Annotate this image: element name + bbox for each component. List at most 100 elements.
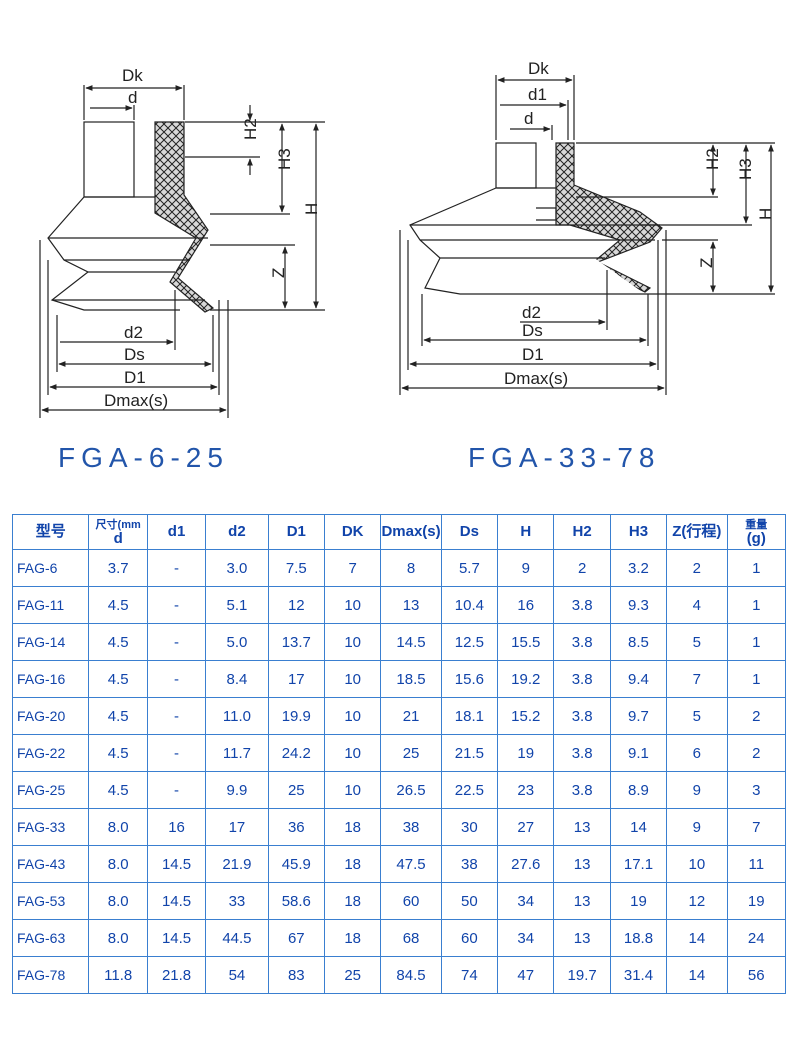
value-cell: 18.1 [440,697,499,735]
value-cell: 14.5 [146,845,207,883]
value-cell: - [146,549,207,587]
value-cell: 83 [267,956,325,994]
value-cell: 7 [666,660,728,698]
value-cell: 3.7 [88,549,148,587]
value-cell: 44.5 [205,919,269,957]
value-cell: 56 [726,956,787,994]
label-ds: Ds [124,345,145,364]
model-cell: FAG-78 [11,956,90,994]
value-cell: 19 [726,882,787,920]
label-dmax: Dmax(s) [104,391,168,410]
column-header: d1 [146,514,207,550]
value-cell: 13 [380,586,442,624]
value-cell: 26.5 [380,771,442,809]
value-cell: 8.5 [609,623,668,661]
label-d2: d2 [124,323,143,342]
value-cell: 2 [726,734,787,772]
value-cell: 22.5 [440,771,499,809]
value-cell: 8.0 [88,845,148,883]
value-cell: 19 [497,734,555,772]
value-cell: 9.1 [609,734,668,772]
value-cell: 5 [666,697,728,735]
value-cell: 16 [146,808,207,846]
value-cell: 47.5 [380,845,442,883]
value-cell: 21 [380,697,442,735]
value-cell: 12.5 [440,623,499,661]
value-cell: 14 [666,956,728,994]
value-cell: 17.1 [609,845,668,883]
value-cell: 25 [267,771,325,809]
value-cell: - [146,734,207,772]
label-h: H [302,203,321,215]
label-z: Z [269,268,288,278]
technical-drawings: Dk d H2 H3 H Z d2 Ds D1 Dmax(s) [39,59,775,418]
value-cell: 9.3 [609,586,668,624]
value-cell: 18 [323,919,382,957]
value-cell: 9.9 [205,771,269,809]
value-cell: 19 [609,882,668,920]
value-cell: 3.8 [553,697,611,735]
label-h3: H3 [275,148,294,170]
value-cell: 8.4 [205,660,269,698]
value-cell: 60 [440,919,499,957]
value-cell: 8.0 [88,882,148,920]
value-cell: 9 [666,771,728,809]
value-cell: 14 [609,808,668,846]
value-cell: 31.4 [609,956,668,994]
value-cell: 21.8 [146,956,207,994]
value-cell: 74 [440,956,499,994]
column-header: Z(行程) [666,514,728,550]
value-cell: 8 [380,549,442,587]
value-cell: 47 [497,956,555,994]
value-cell: 33 [205,882,269,920]
value-cell: 4.5 [88,771,148,809]
column-header-text: D1 [286,523,306,540]
value-cell: - [146,771,207,809]
value-cell: 36 [267,808,325,846]
model-cell: FAG-33 [11,808,90,846]
value-cell: 11.8 [88,956,148,994]
label-h3-right: H3 [736,158,755,180]
value-cell: 34 [497,919,555,957]
value-cell: 15.6 [440,660,499,698]
label-dk-right: Dk [528,59,549,78]
label-d1: D1 [124,368,146,387]
value-cell: 5.0 [205,623,269,661]
column-header: 重量(g) [726,514,787,550]
drawing-right-fga-33-78 [399,75,775,395]
model-cell: FAG-43 [11,845,90,883]
value-cell: 3.8 [553,660,611,698]
value-cell: 1 [726,623,787,661]
value-cell: 24 [726,919,787,957]
value-cell: 14.5 [146,919,207,957]
value-cell: 18 [323,882,382,920]
value-cell: - [146,697,207,735]
value-cell: 3 [726,771,787,809]
value-cell: 13 [553,808,611,846]
drawings-area: Dk d H2 H3 H Z d2 Ds D1 Dmax(s) [0,0,790,500]
column-header-text: Z(行程) [672,523,722,540]
column-header-text: d2 [228,523,246,540]
value-cell: 19.7 [553,956,611,994]
column-header: 型号 [11,514,90,550]
model-cell: FAG-63 [11,919,90,957]
value-cell: 1 [726,586,787,624]
column-header: d2 [205,514,269,550]
label-h-right: H [756,208,775,220]
value-cell: 38 [440,845,499,883]
value-cell: 19.2 [497,660,555,698]
value-cell: 27 [497,808,555,846]
column-header-text: Dmax(s) [381,523,441,540]
value-cell: 11.0 [205,697,269,735]
value-cell: 2 [726,697,787,735]
column-header: H2 [553,514,611,550]
value-cell: 10 [666,845,728,883]
value-cell: 3.2 [609,549,668,587]
drawing-right-labels: Dk d1 d H2 H3 H Z d2 Ds D1 Dmax(s) [504,59,775,388]
